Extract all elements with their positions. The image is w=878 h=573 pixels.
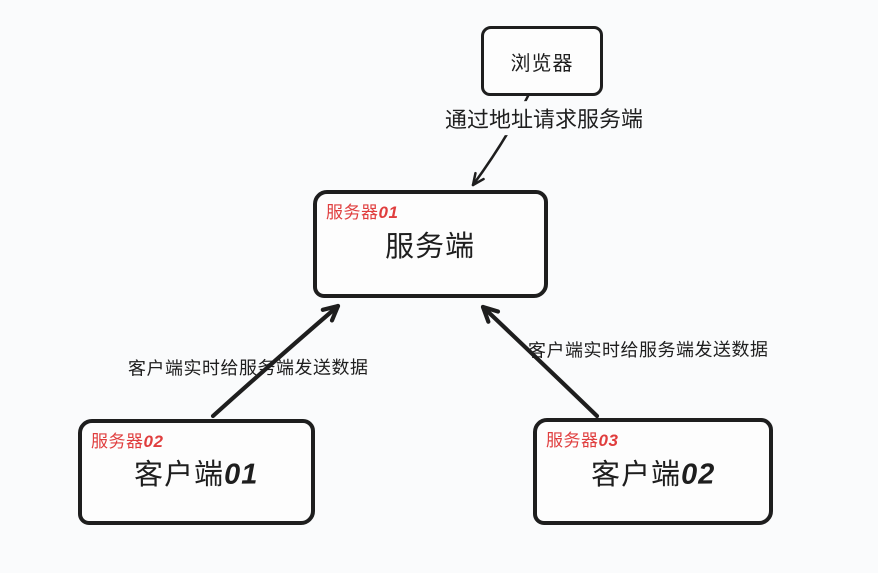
edge-label-client1-to-server: 客户端实时给服务端发送数据 <box>127 357 369 379</box>
client2-label: 客户端02 <box>591 450 716 493</box>
arrow-client2-to-server[interactable] <box>480 304 600 419</box>
node-client1[interactable]: 服务器02 客户端01 <box>78 419 315 525</box>
client1-label-number: 01 <box>224 458 259 491</box>
edge-label-client2-to-server: 客户端实时给服务端发送数据 <box>527 339 769 361</box>
client1-label-text: 客户端 <box>134 458 225 492</box>
edge-label-browser-to-server: 通过地址请求服务端 <box>441 100 647 136</box>
node-client2[interactable]: 服务器03 客户端02 <box>533 418 773 525</box>
client1-tag: 服务器02 <box>91 427 163 452</box>
server-tag-text: 服务器 <box>326 203 379 222</box>
node-browser[interactable]: 浏览器 <box>481 26 603 96</box>
client2-tag-text: 服务器 <box>546 431 599 450</box>
server-label: 服务端 <box>385 230 476 264</box>
client2-tag: 服务器03 <box>546 426 618 451</box>
arrow-client1-to-server[interactable] <box>210 303 341 419</box>
client1-tag-number: 02 <box>143 432 164 451</box>
client2-label-number: 02 <box>680 458 716 491</box>
client1-tag-text: 服务器 <box>91 432 144 451</box>
server-tag: 服务器01 <box>326 198 398 223</box>
client2-label-text: 客户端 <box>590 458 682 491</box>
client2-tag-number: 03 <box>598 431 619 450</box>
server-tag-number: 01 <box>378 203 399 222</box>
node-server[interactable]: 服务器01 服务端 <box>313 190 548 298</box>
client1-label: 客户端01 <box>134 451 259 494</box>
browser-label: 浏览器 <box>510 52 574 75</box>
